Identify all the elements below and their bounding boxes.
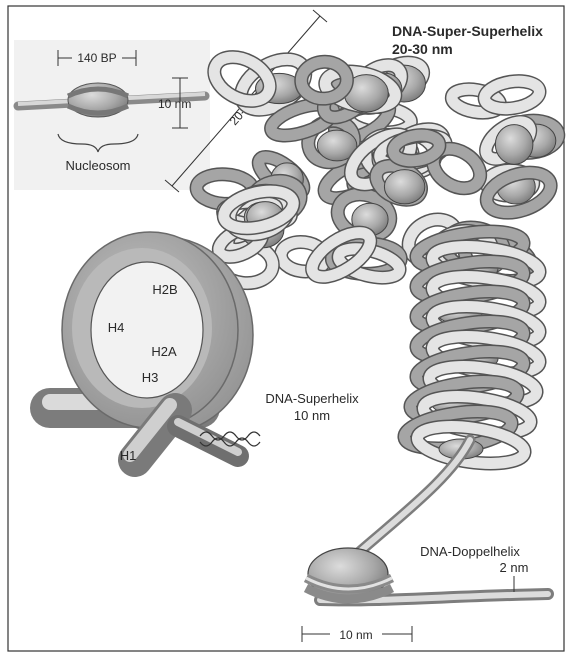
- nucleosome-label: Nucleosom: [65, 158, 130, 173]
- solenoid-column: [402, 226, 542, 470]
- doppelhelix-label: DNA-Doppelhelix: [420, 544, 520, 559]
- nucleosome-height-label: 10 nm: [158, 97, 191, 111]
- histone-core: [384, 170, 424, 204]
- histone-core: [495, 125, 533, 165]
- super-superhelix-size: 20-30 nm: [392, 41, 453, 57]
- superhelix-label: DNA-Superhelix: [265, 391, 359, 406]
- bottom-dimension-label: 10 nm: [339, 628, 372, 642]
- super-superhelix-title: DNA-Super-Superhelix: [392, 23, 543, 39]
- histone-label: H2A: [151, 344, 177, 359]
- histone-label: H2B: [152, 282, 177, 297]
- histone-label: H4: [108, 320, 125, 335]
- histone-label: H1: [120, 448, 137, 463]
- doppelhelix-size: 2 nm: [500, 560, 529, 575]
- histone-label: H3: [142, 370, 159, 385]
- bp-label: 140 BP: [77, 51, 116, 65]
- superhelix-size: 10 nm: [294, 408, 330, 423]
